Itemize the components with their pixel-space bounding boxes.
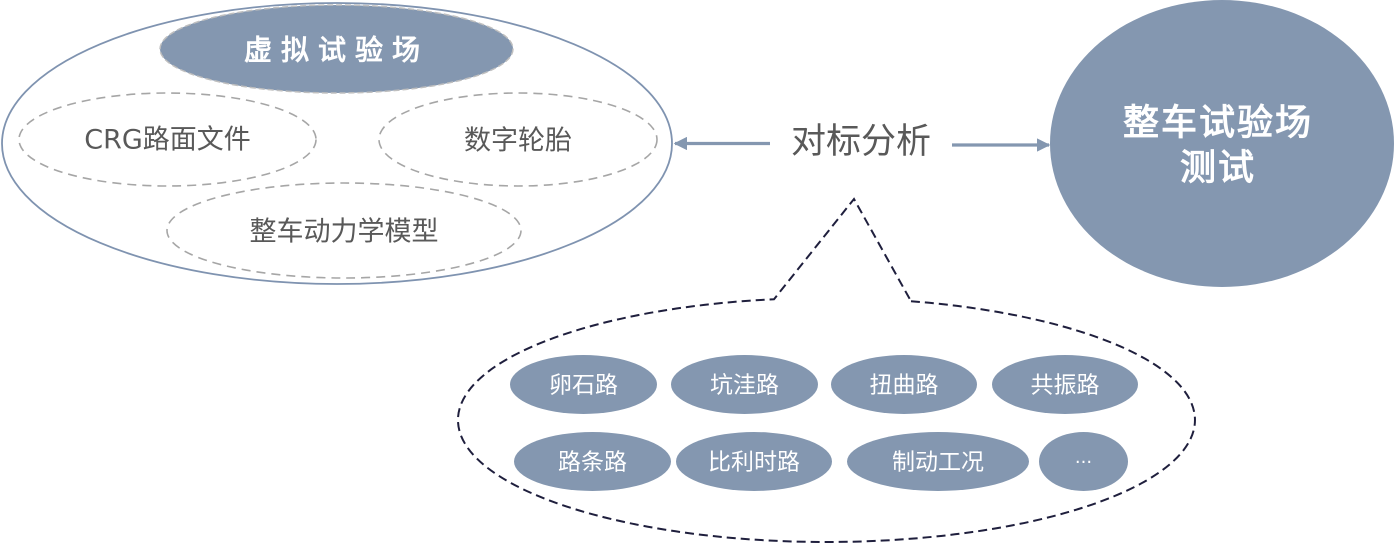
test-condition-pill-shape <box>676 432 832 491</box>
test-condition-pill[interactable]: 制动工况 <box>847 432 1029 491</box>
benchmark-analysis-label: 对标分析 <box>791 122 931 162</box>
test-condition-pill-label: 扭曲路 <box>870 373 939 399</box>
component-crg-road-file[interactable]: CRG路面文件 <box>18 92 317 187</box>
test-condition-pill[interactable]: 卵石路 <box>510 355 657 414</box>
test-condition-pill-label: ... <box>1075 447 1092 468</box>
test-condition-pill[interactable]: 扭曲路 <box>831 355 977 414</box>
component-vehicle-dynamics-model-outline <box>166 182 522 279</box>
test-condition-pill-shape <box>514 432 671 491</box>
vehicle-proving-ground-test[interactable]: 整车试验场 测试 <box>1050 0 1394 287</box>
virtual-proving-ground-group: 虚拟试验场 CRG路面文件 数字轮胎 整车动力学模型 <box>1 2 673 285</box>
vehicle-proving-ground-title-line2: 测试 <box>1180 148 1256 189</box>
component-vehicle-dynamics-model[interactable]: 整车动力学模型 <box>166 182 522 279</box>
test-condition-pill[interactable]: 比利时路 <box>676 432 832 491</box>
component-digital-tire-label: 数字轮胎 <box>464 126 572 157</box>
virtual-proving-ground-title-shape <box>159 4 514 94</box>
component-digital-tire-outline <box>378 92 658 187</box>
virtual-proving-ground-title[interactable]: 虚拟试验场 <box>159 4 514 94</box>
test-condition-pill-more[interactable]: ... <box>1039 432 1128 491</box>
component-crg-road-file-outline <box>18 92 317 187</box>
test-condition-pill-label: 坑洼路 <box>710 373 779 399</box>
vehicle-proving-ground-title-line1: 整车试验场 <box>1123 103 1313 144</box>
test-condition-pill-shape <box>992 355 1138 414</box>
test-condition-pill-label: 制动工况 <box>892 450 984 476</box>
vehicle-proving-ground-shape <box>1050 0 1394 287</box>
test-condition-pill-label: 比利时路 <box>708 450 800 476</box>
test-condition-pill[interactable]: 共振路 <box>992 355 1138 414</box>
test-condition-pill-shape <box>1039 432 1128 491</box>
test-condition-pill-shape <box>847 432 1029 491</box>
test-condition-pill-shape <box>510 355 657 414</box>
test-condition-pill-shape <box>831 355 977 414</box>
test-condition-pill[interactable]: 坑洼路 <box>671 355 818 414</box>
virtual-proving-ground-title-text: 虚拟试验场 <box>244 34 429 67</box>
test-condition-pill-label: 路条路 <box>558 450 627 476</box>
virtual-proving-ground-outline <box>1 2 673 285</box>
test-condition-pill-label: 共振路 <box>1031 373 1100 399</box>
test-condition-pill-label: 卵石路 <box>549 373 618 399</box>
benchmark-connector: 对标分析 <box>673 122 1051 162</box>
component-crg-road-file-label: CRG路面文件 <box>84 125 251 156</box>
test-condition-pill[interactable]: 路条路 <box>514 432 671 491</box>
component-digital-tire[interactable]: 数字轮胎 <box>378 92 658 187</box>
component-vehicle-dynamics-model-label: 整车动力学模型 <box>250 217 439 248</box>
test-condition-pill-shape <box>671 355 818 414</box>
